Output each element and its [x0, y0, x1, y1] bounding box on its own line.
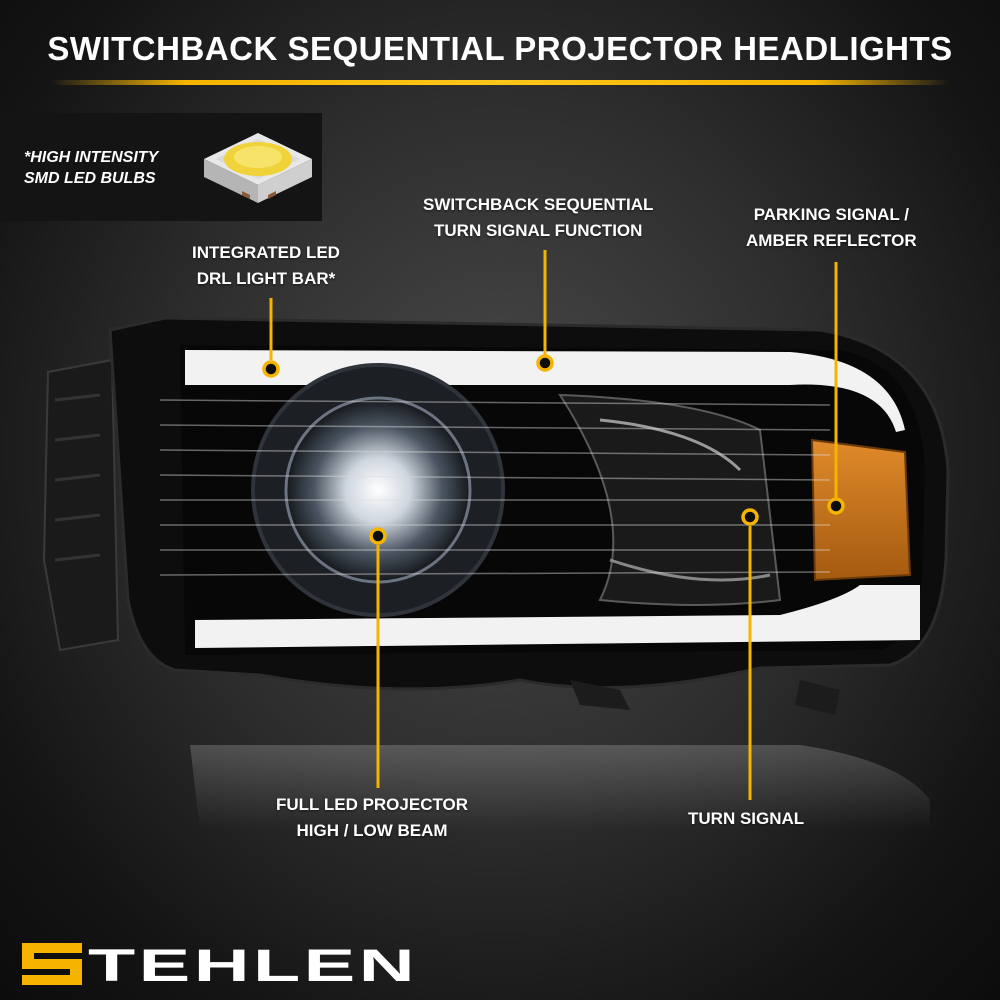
- callout-parking-line1: PARKING SIGNAL /: [753, 205, 909, 224]
- led-badge-text: *HIGH INTENSITY SMD LED BULBS: [24, 147, 158, 189]
- callout-sequential-line2: TURN SIGNAL FUNCTION: [434, 221, 643, 240]
- led-badge: *HIGH INTENSITY SMD LED BULBS: [0, 113, 322, 221]
- callout-parking-line2: AMBER REFLECTOR: [746, 231, 917, 250]
- page-title: SWITCHBACK SEQUENTIAL PROJECTOR HEADLIGH…: [47, 30, 953, 67]
- callout-projector: FULL LED PROJECTOR HIGH / LOW BEAM: [276, 792, 468, 844]
- smd-led-chip-icon: [204, 133, 312, 203]
- callout-drl: INTEGRATED LED DRL LIGHT BAR*: [192, 240, 340, 292]
- stehlen-logo: TEHLEN: [22, 943, 418, 985]
- callout-sequential-line1: SWITCHBACK SEQUENTIAL: [423, 195, 654, 214]
- callout-parking: PARKING SIGNAL / AMBER REFLECTOR: [746, 202, 917, 254]
- callout-projector-line1: FULL LED PROJECTOR: [276, 795, 469, 814]
- callout-turn-line1: TURN SIGNAL: [688, 809, 805, 828]
- title-underline: [50, 80, 950, 85]
- callout-projector-line2: HIGH / LOW BEAM: [296, 821, 448, 840]
- callout-sequential: SWITCHBACK SEQUENTIAL TURN SIGNAL FUNCTI…: [423, 192, 653, 244]
- led-badge-line1: *HIGH INTENSITY: [24, 149, 159, 166]
- callout-turn: TURN SIGNAL: [688, 806, 804, 832]
- callout-drl-line1: INTEGRATED LED: [192, 243, 340, 262]
- stehlen-logo-wordmark: TEHLEN: [88, 943, 418, 985]
- callout-drl-line2: DRL LIGHT BAR*: [196, 269, 336, 288]
- led-badge-line2: SMD LED BULBS: [24, 170, 156, 187]
